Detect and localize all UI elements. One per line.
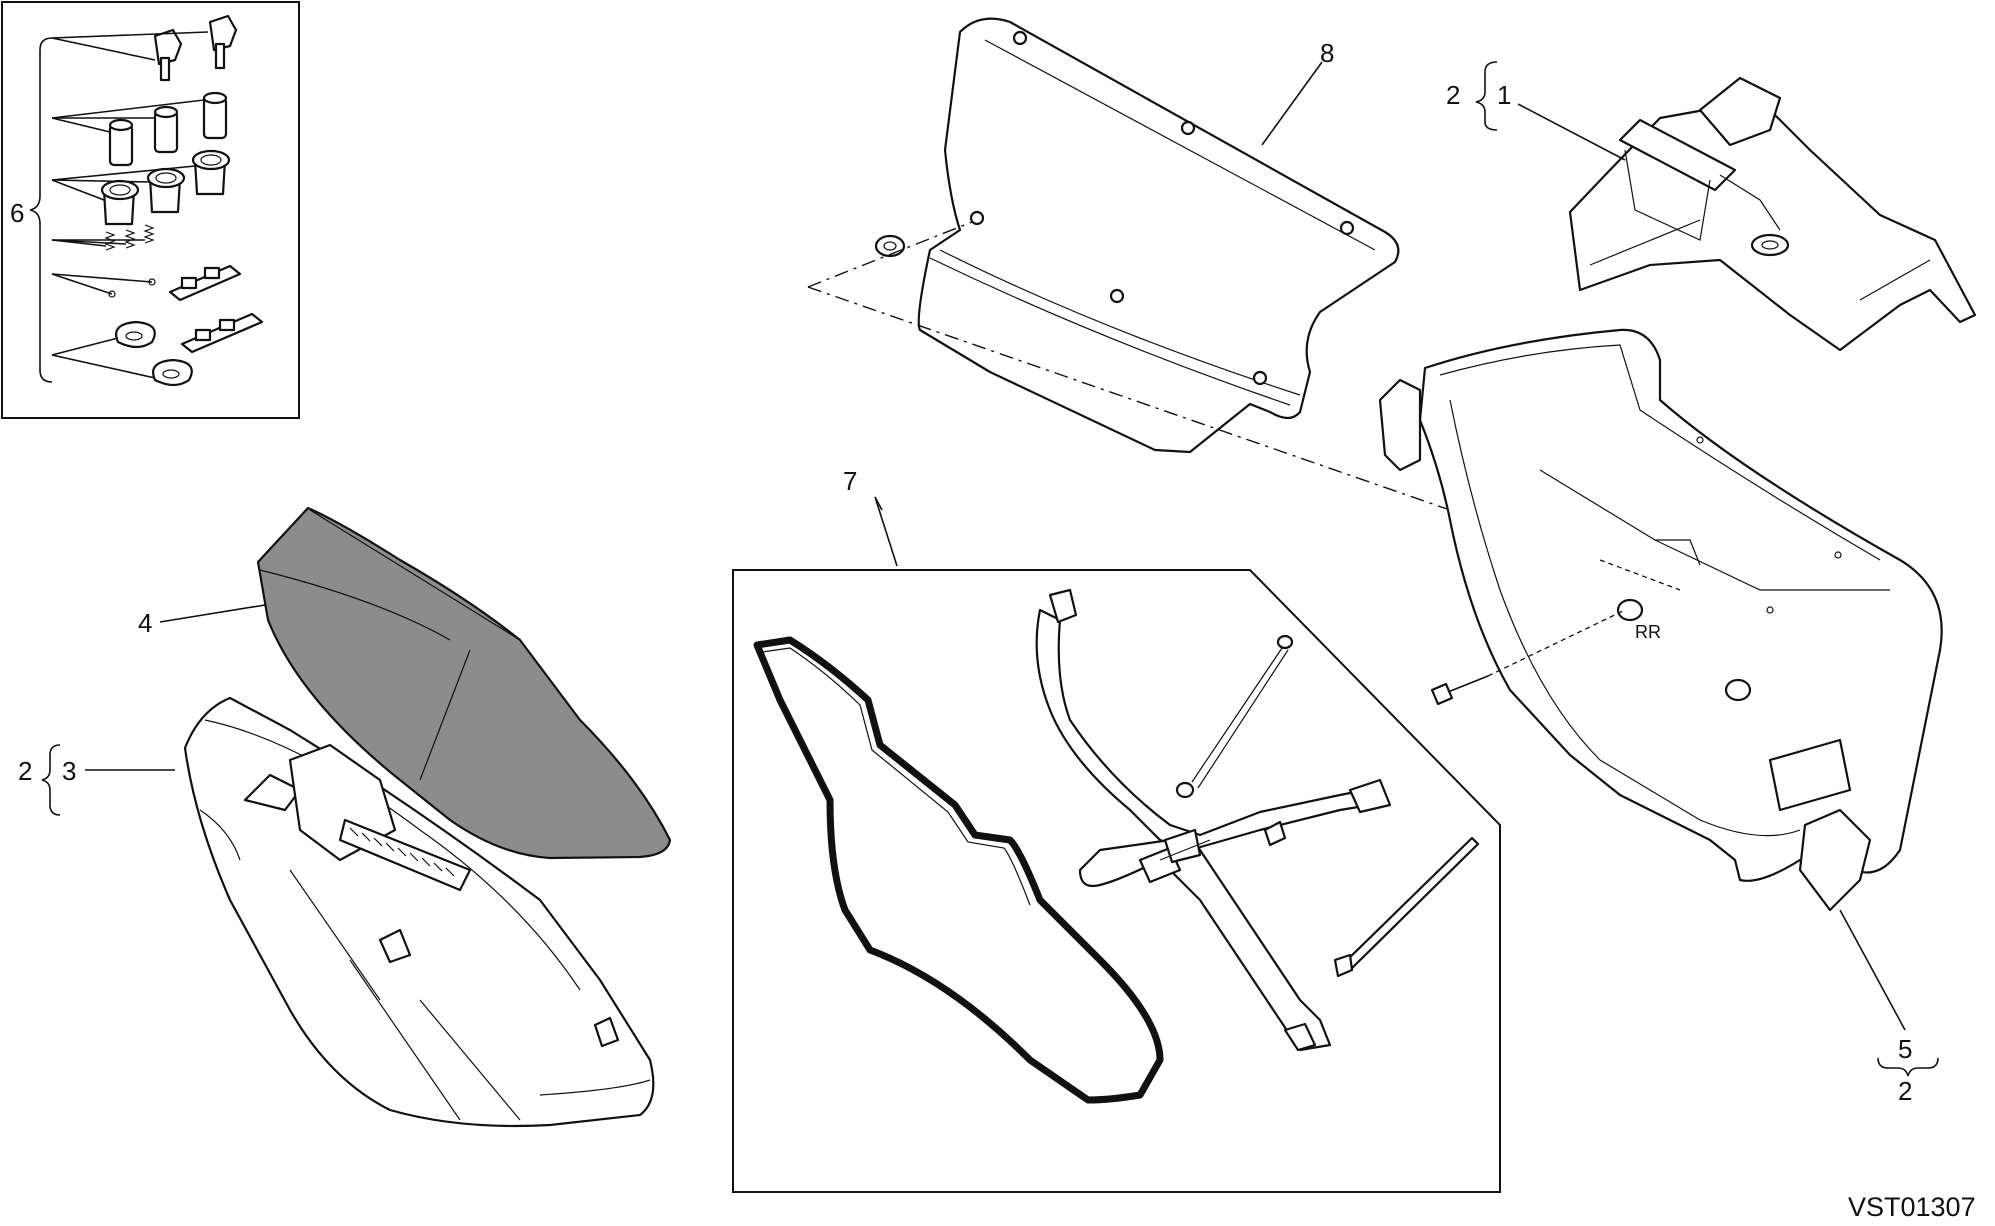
- callout-1: 1: [1497, 80, 1511, 110]
- case-cover: [256, 506, 672, 860]
- callout-8: 8: [1320, 38, 1334, 68]
- gasket-kit-frame: [732, 569, 1501, 1193]
- gasket-icon: [753, 636, 1164, 1104]
- tether-icon: [1175, 634, 1294, 799]
- washer-icon: [874, 234, 906, 258]
- lock-kit-group: [1, 1, 300, 419]
- latch-icon: [108, 264, 264, 387]
- callout-4: 4: [138, 608, 152, 638]
- drawing-code: VST01307: [1848, 1192, 1976, 1222]
- key-icon: [153, 14, 238, 82]
- callout-3: 3: [62, 756, 76, 786]
- callout-2-left: 2: [18, 756, 32, 786]
- svg-text:RR: RR: [1635, 622, 1661, 642]
- inner-lid-panel: [874, 17, 1400, 454]
- lock-kit-frame: [1, 1, 300, 419]
- screw-icon: [969, 30, 1355, 386]
- side-case-shell: [183, 696, 655, 1128]
- inner-case: RR: [1378, 328, 1943, 912]
- lock-kit-brace: [29, 37, 53, 383]
- mounting-bracket: [1568, 76, 1977, 352]
- strap-icon: [1035, 588, 1392, 1052]
- callout-7: 7: [843, 466, 857, 496]
- lock-cylinder-icon: [108, 91, 228, 167]
- screw-icon: [1724, 678, 1752, 702]
- spring-icon: [104, 224, 155, 251]
- callout-2-bottom: 2: [1898, 1076, 1912, 1106]
- lock-housing-icon: [100, 149, 231, 226]
- gasket-strap-kit-group: [732, 569, 1501, 1193]
- callout-5: 5: [1898, 1034, 1912, 1064]
- callout-2-top: 2: [1446, 80, 1460, 110]
- callout-6: 6: [10, 198, 24, 228]
- cable-tie-icon: [1333, 836, 1480, 978]
- bolt-icon: [1430, 675, 1489, 706]
